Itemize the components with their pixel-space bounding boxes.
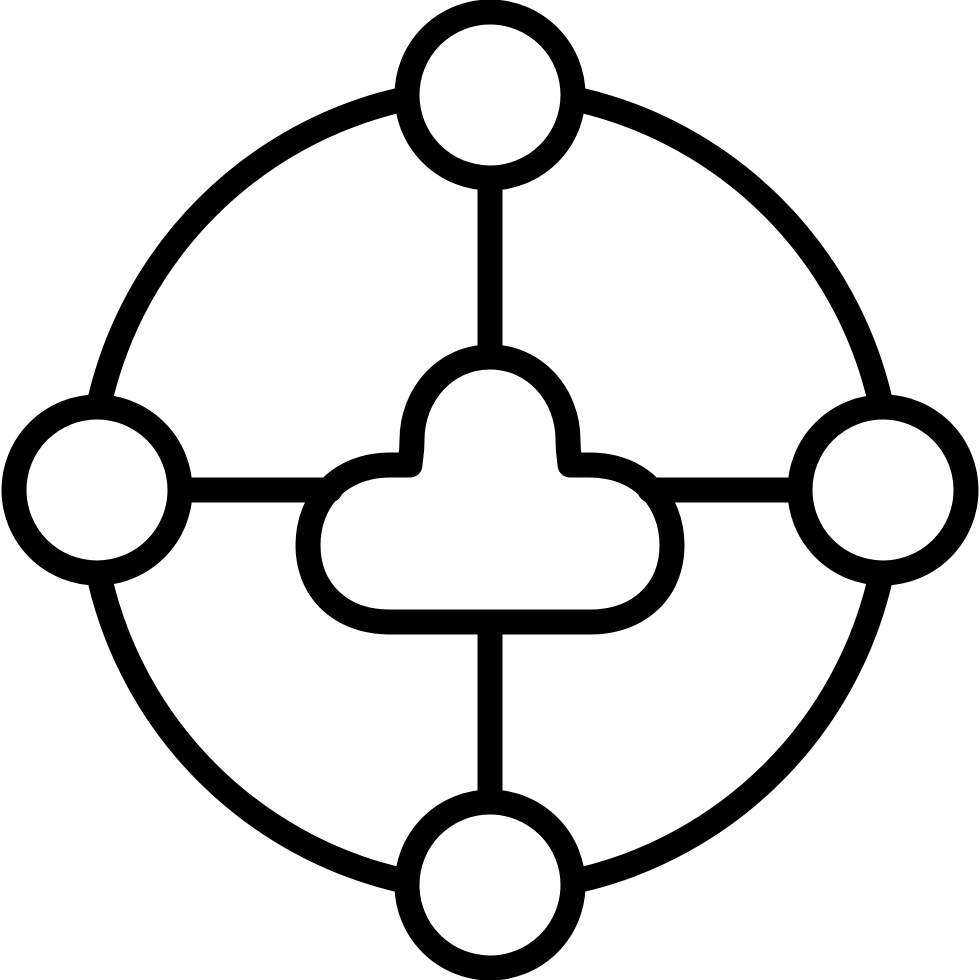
node-left-circle: [1, 394, 193, 586]
outer-ring-arc-right-bottom: [567, 567, 893, 893]
node-bottom-circle: [394, 789, 586, 980]
node-top-circle: [394, 0, 586, 191]
outer-ring-arc-bottom-left: [87, 567, 413, 893]
outer-ring-arc-left-top: [87, 87, 413, 413]
node-right-circle: [787, 394, 979, 586]
cloud-center-shape: [295, 344, 685, 635]
outer-ring-arc-top-right: [567, 87, 893, 413]
